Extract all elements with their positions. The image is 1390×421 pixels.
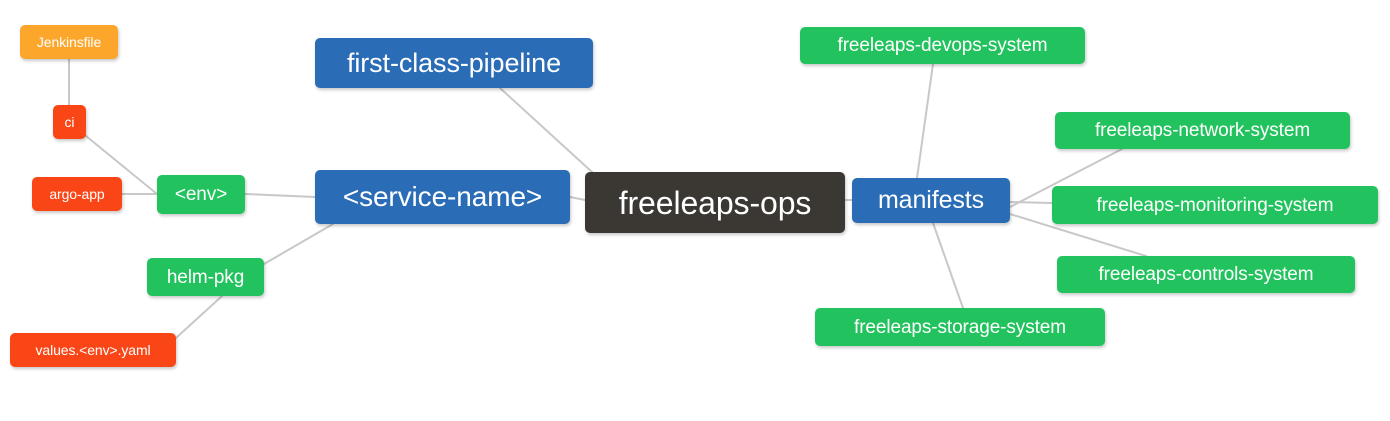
edge-manifests-to-freeleaps-monitoring-system — [1009, 201, 1053, 204]
edge-service-name-to-freeleaps-ops — [569, 196, 586, 201]
node-label-service-name: <service-name> — [342, 181, 543, 212]
node-label-argo-app: argo-app — [49, 186, 105, 202]
edge-helm-pkg-to-service-name — [263, 223, 334, 265]
node-label-manifests: manifests — [877, 186, 985, 214]
node-first-class-pipeline[interactable]: first-class-pipeline — [315, 38, 593, 88]
node-argo-app[interactable]: argo-app — [32, 177, 122, 211]
node-freeleaps-storage-system[interactable]: freeleaps-storage-system — [815, 308, 1105, 346]
node-label-first-class-pipeline: first-class-pipeline — [346, 47, 562, 78]
node-label-freeleaps-ops: freeleaps-ops — [618, 184, 812, 221]
node-label-freeleaps-storage-system: freeleaps-storage-system — [854, 316, 1066, 338]
node-values-yaml[interactable]: values.<env>.yaml — [10, 333, 176, 367]
edge-first-class-pipeline-to-freeleaps-ops — [499, 87, 593, 173]
node-freeleaps-controls-system[interactable]: freeleaps-controls-system — [1057, 256, 1355, 293]
node-jenkinsfile[interactable]: Jenkinsfile — [20, 25, 118, 59]
edge-values-yaml-to-helm-pkg — [175, 295, 223, 339]
node-manifests[interactable]: manifests — [852, 178, 1010, 223]
node-label-freeleaps-network-system: freeleaps-network-system — [1094, 120, 1311, 141]
node-service-name[interactable]: <service-name> — [315, 170, 570, 224]
node-helm-pkg[interactable]: helm-pkg — [147, 258, 264, 296]
node-label-helm-pkg: helm-pkg — [166, 266, 245, 288]
edge-manifests-to-freeleaps-storage-system — [932, 222, 964, 309]
node-freeleaps-network-system[interactable]: freeleaps-network-system — [1055, 112, 1350, 149]
node-label-jenkinsfile: Jenkinsfile — [36, 34, 102, 50]
node-label-freeleaps-monitoring-system: freeleaps-monitoring-system — [1096, 194, 1334, 216]
node-label-env: <env> — [174, 184, 228, 205]
node-env[interactable]: <env> — [157, 175, 245, 214]
node-freeleaps-ops[interactable]: freeleaps-ops — [585, 172, 845, 233]
node-freeleaps-devops-system[interactable]: freeleaps-devops-system — [800, 27, 1085, 64]
edge-env-to-service-name — [244, 193, 316, 198]
edge-manifests-to-freeleaps-devops-system — [916, 63, 934, 179]
node-freeleaps-monitoring-system[interactable]: freeleaps-monitoring-system — [1052, 186, 1378, 224]
node-label-values-yaml: values.<env>.yaml — [35, 342, 151, 358]
node-label-freeleaps-controls-system: freeleaps-controls-system — [1098, 264, 1314, 285]
node-label-ci: ci — [64, 114, 75, 130]
node-ci[interactable]: ci — [53, 105, 86, 139]
node-label-freeleaps-devops-system: freeleaps-devops-system — [837, 35, 1048, 56]
